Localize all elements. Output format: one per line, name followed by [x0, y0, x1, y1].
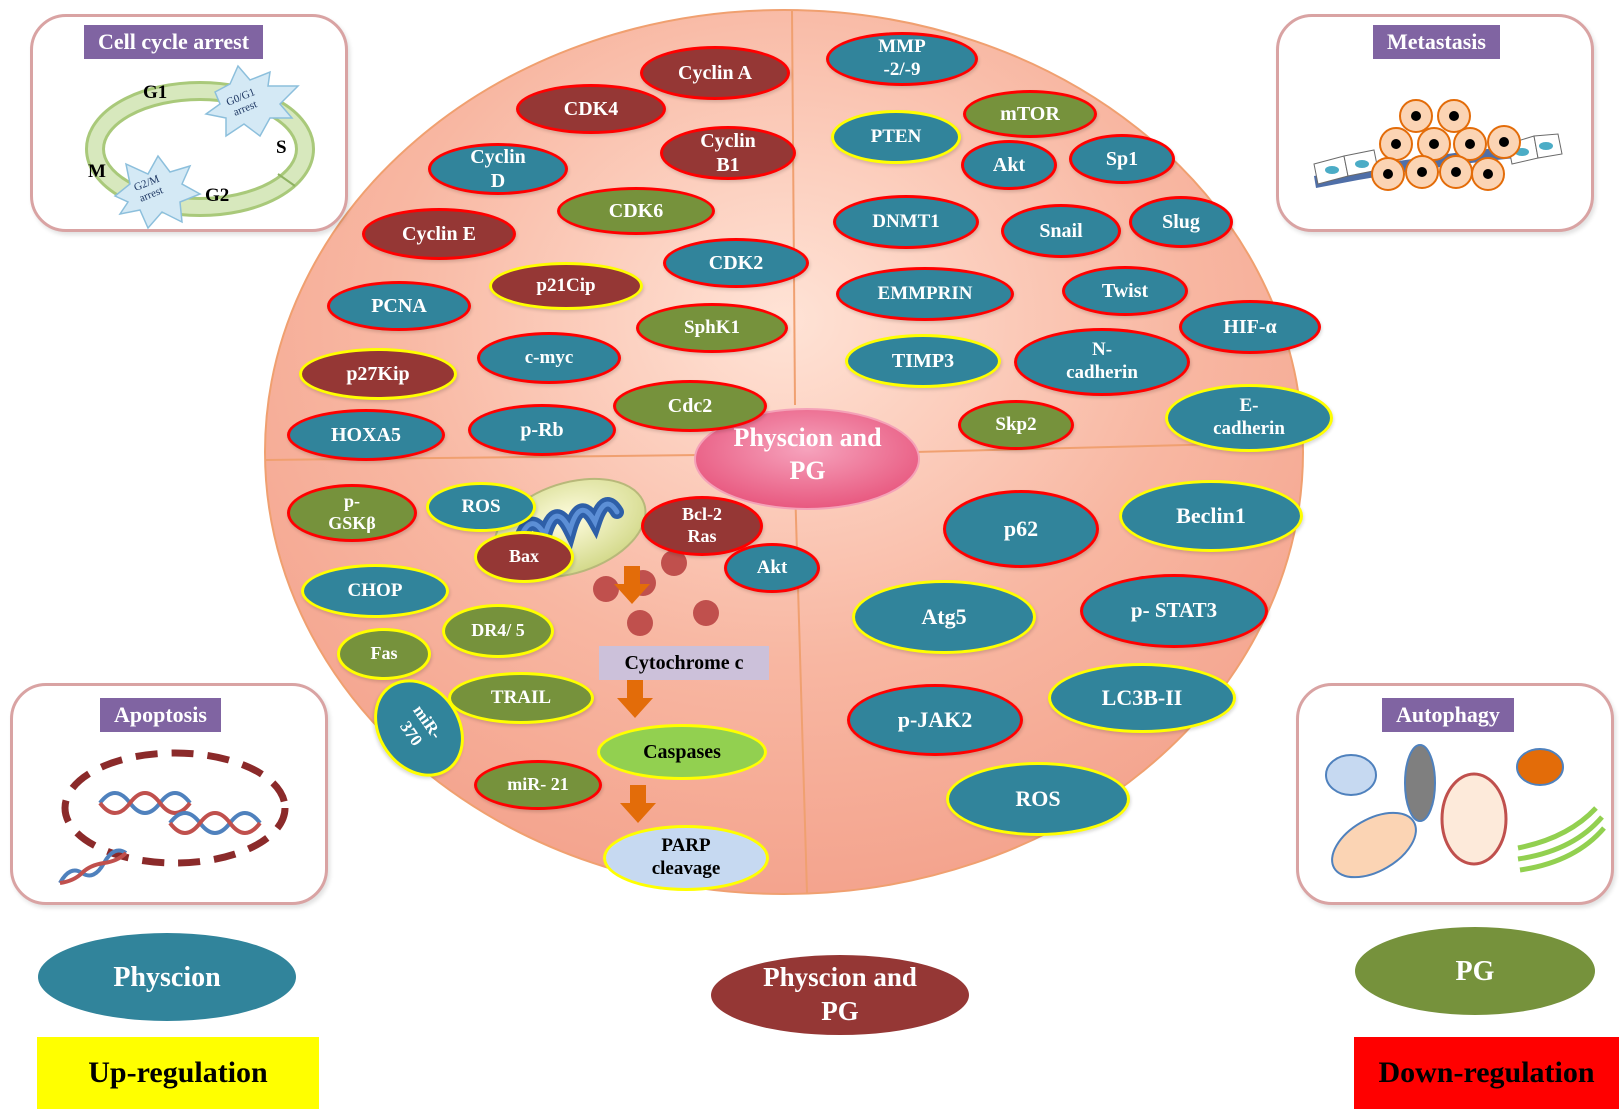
node-cyclin-e: Cyclin E — [362, 208, 516, 260]
node-chop: CHOP — [301, 564, 449, 618]
node-e-cadherin: E- cadherin — [1165, 384, 1333, 452]
node-cyclin-d: Cyclin D — [428, 143, 568, 195]
apoptosis-dna-icon — [58, 749, 289, 885]
node-emmprin: EMMPRIN — [836, 267, 1014, 321]
parp-cleavage-node: PARP cleavage — [603, 825, 769, 891]
node-cdk6: CDK6 — [557, 187, 715, 235]
phase-g2-label: G2 — [205, 185, 230, 206]
caspases-node: Caspases — [597, 724, 767, 780]
phase-s-label: S — [276, 137, 287, 158]
node-p-stat3: p- STAT3 — [1080, 574, 1268, 648]
node-lc3b-ii: LC3B-II — [1048, 663, 1236, 733]
legend-down-regulation: Down-regulation — [1354, 1037, 1619, 1109]
node-cdk2: CDK2 — [663, 238, 809, 288]
legend-up-regulation: Up-regulation — [37, 1037, 319, 1109]
cell-cycle-icon — [85, 64, 315, 230]
node-mir-21: miR- 21 — [474, 760, 602, 810]
node-bcl-2-ras: Bcl-2 Ras — [641, 496, 763, 556]
legend-pg: PG — [1355, 927, 1595, 1015]
node-twist: Twist — [1062, 266, 1188, 316]
node-slug: Slug — [1129, 196, 1233, 248]
metastasis-title: Metastasis — [1373, 25, 1500, 59]
autophagy-title: Autophagy — [1382, 698, 1514, 732]
metastasis-icon — [1313, 99, 1563, 191]
node-n-cadherin: N- cadherin — [1014, 328, 1190, 396]
node-sphk1: SphK1 — [636, 303, 788, 353]
node-p-rb: p-Rb — [468, 404, 616, 456]
node-p-gsk: p- GSKβ — [287, 484, 417, 542]
node-p27kip: p27Kip — [299, 348, 457, 400]
cytochrome-c-label: Cytochrome c — [599, 646, 769, 680]
node-p62: p62 — [943, 490, 1099, 568]
cell-cycle-arrest-title: Cell cycle arrest — [84, 25, 264, 59]
node-fas: Fas — [337, 628, 431, 680]
node-akt: Akt — [724, 543, 820, 593]
autophagy-icon — [1325, 744, 1606, 879]
center-label: Physcion and PG — [733, 423, 882, 485]
node-dr4-5: DR4/ 5 — [442, 604, 554, 658]
node-sp1: Sp1 — [1069, 134, 1175, 184]
node-atg5: Atg5 — [852, 580, 1036, 654]
phase-m-label: M — [88, 161, 106, 182]
node-c-myc: c-myc — [477, 332, 621, 384]
node-pten: PTEN — [831, 110, 961, 164]
legend-physcion-and-pg: Physcion and PG — [711, 955, 969, 1035]
center-ellipse — [694, 408, 920, 510]
node-hif: HIF-α — [1179, 300, 1321, 354]
cytochrome-dots — [593, 550, 719, 636]
phase-g1-label: G1 — [143, 82, 168, 103]
node-hoxa5: HOXA5 — [287, 409, 445, 461]
apoptosis-title: Apoptosis — [100, 698, 221, 732]
node-pcna: PCNA — [327, 281, 471, 331]
node-mmp-2-9: MMP -2/-9 — [826, 32, 978, 86]
autophagy-box: Autophagy — [1296, 683, 1614, 905]
node-p21cip: p21Cip — [489, 262, 643, 310]
node-cyclin-a: Cyclin A — [640, 46, 790, 100]
node-akt: Akt — [961, 140, 1057, 190]
node-ros: ROS — [426, 482, 536, 532]
legend-physcion: Physcion — [38, 933, 296, 1021]
node-cyclin-b1: Cyclin B1 — [660, 126, 796, 180]
node-skp2: Skp2 — [958, 400, 1074, 450]
node-p-jak2: p-JAK2 — [847, 684, 1023, 756]
node-trail: TRAIL — [448, 672, 594, 724]
node-snail: Snail — [1001, 204, 1121, 258]
node-mtor: mTOR — [963, 90, 1097, 138]
node-dnmt1: DNMT1 — [833, 195, 979, 249]
node-timp3: TIMP3 — [845, 334, 1001, 388]
node-ros: ROS — [946, 762, 1130, 836]
quadrant-divider-vertical-top — [791, 9, 796, 406]
node-cdc2: Cdc2 — [613, 380, 767, 432]
node-beclin1: Beclin1 — [1119, 480, 1303, 552]
cell-cycle-arrest-box: Cell cycle arrest G1 S M G2 G0/G1 arrest… — [30, 14, 348, 232]
node-cdk4: CDK4 — [516, 84, 666, 134]
metastasis-box: Metastasis — [1276, 14, 1594, 232]
apoptosis-box: Apoptosis — [10, 683, 328, 905]
pathway-arrows — [614, 566, 656, 823]
node-bax: Bax — [474, 531, 574, 583]
